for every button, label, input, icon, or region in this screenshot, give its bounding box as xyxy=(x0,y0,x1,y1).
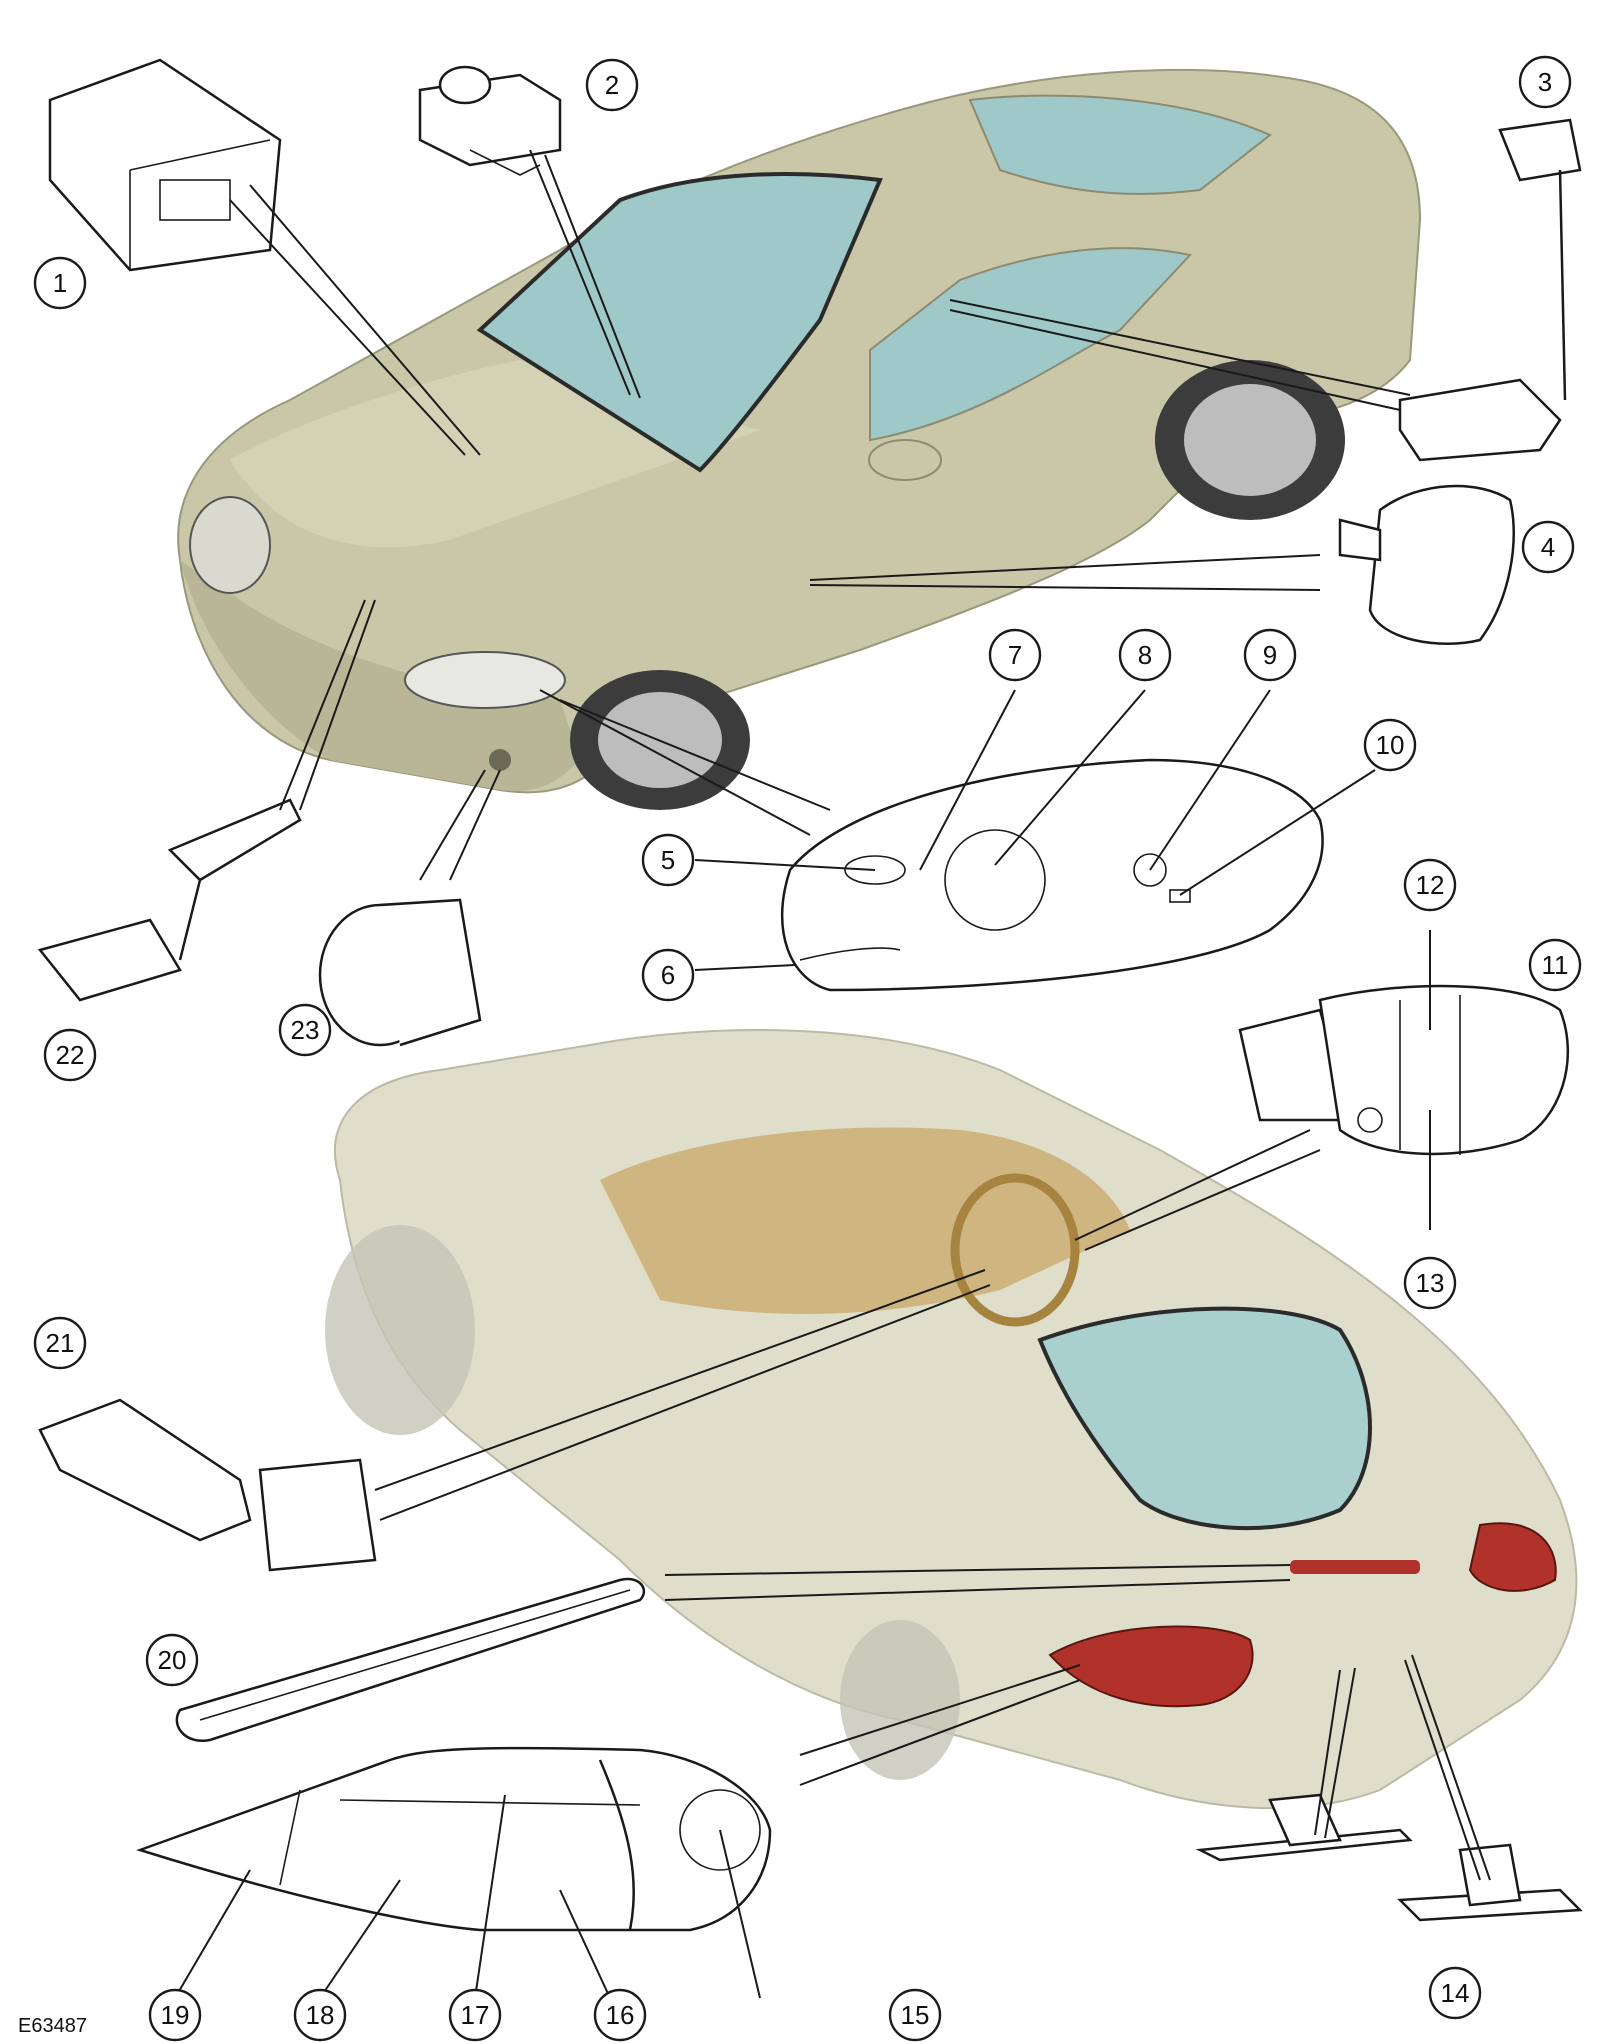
callout-4: 4 xyxy=(1521,520,1575,574)
component-3-height-sensor xyxy=(1398,118,1582,462)
callout-3: 3 xyxy=(1518,55,1572,109)
callout-17: 17 xyxy=(448,1988,502,2042)
callout-18-label: 18 xyxy=(306,2000,335,2030)
callout-7-label: 7 xyxy=(1008,640,1022,670)
component-headlamp-assembly xyxy=(781,758,1324,992)
figure-id: E63487 xyxy=(18,2015,87,2037)
component-11-rear-lamp-unit xyxy=(1238,984,1569,1156)
callout-22: 22 xyxy=(43,1028,97,1082)
component-21-steering-column-switch xyxy=(38,1398,377,1572)
callout-9-label: 9 xyxy=(1263,640,1277,670)
callout-4-label: 4 xyxy=(1541,532,1555,562)
callout-21: 21 xyxy=(33,1316,87,1370)
callout-23-label: 23 xyxy=(291,1015,320,1045)
callout-1-label: 1 xyxy=(53,268,67,298)
callout-15: 15 xyxy=(888,1988,942,2042)
callout-5-label: 5 xyxy=(661,845,675,875)
component-14-number-plate-lamps xyxy=(1195,1793,1583,1922)
component-20-high-mount-stop-lamp xyxy=(175,1577,646,1743)
callout-17-label: 17 xyxy=(461,2000,490,2030)
component-2-rain-sensor xyxy=(418,65,562,176)
callout-11: 11 xyxy=(1528,938,1582,992)
callout-7: 7 xyxy=(988,628,1042,682)
component-23-front-fog-lamp xyxy=(318,898,482,1047)
callout-2-label: 2 xyxy=(605,70,619,100)
callout-13: 13 xyxy=(1403,1256,1457,1310)
callout-9: 9 xyxy=(1243,628,1297,682)
front-car-illustration xyxy=(177,69,1422,810)
callout-20: 20 xyxy=(145,1633,199,1687)
callout-15-label: 15 xyxy=(901,2000,930,2030)
callout-2: 2 xyxy=(585,58,639,112)
callout-14-label: 14 xyxy=(1441,1978,1470,2008)
callout-16: 16 xyxy=(593,1988,647,2042)
callout-20-label: 20 xyxy=(158,1645,187,1675)
callout-6: 6 xyxy=(641,948,695,1002)
callout-23: 23 xyxy=(278,1003,332,1057)
callout-1: 1 xyxy=(33,256,87,310)
callout-13-label: 13 xyxy=(1416,1268,1445,1298)
callout-6-label: 6 xyxy=(661,960,675,990)
callout-21-label: 21 xyxy=(46,1328,75,1358)
component-4-side-repeater xyxy=(1338,484,1515,645)
callout-3-label: 3 xyxy=(1538,67,1552,97)
callout-14: 14 xyxy=(1428,1966,1482,2020)
callout-16-label: 16 xyxy=(606,2000,635,2030)
callout-8-label: 8 xyxy=(1138,640,1152,670)
callout-8: 8 xyxy=(1118,628,1172,682)
callout-22-label: 22 xyxy=(56,1040,85,1070)
rear-car-illustration xyxy=(325,1029,1578,1810)
callout-10: 10 xyxy=(1363,718,1417,772)
callout-12-label: 12 xyxy=(1416,870,1445,900)
callout-10-label: 10 xyxy=(1376,730,1405,760)
callout-19-label: 19 xyxy=(161,2000,190,2030)
component-tail-lamp-assembly xyxy=(136,1746,772,1932)
callout-12: 12 xyxy=(1403,858,1457,912)
callout-11-label: 11 xyxy=(1542,950,1569,980)
leader-lines xyxy=(174,149,1491,1999)
callout-19: 19 xyxy=(148,1988,202,2042)
callout-18: 18 xyxy=(293,1988,347,2042)
callout-5: 5 xyxy=(641,833,695,887)
component-22-headlamp-levelling-sensor xyxy=(37,798,302,1002)
component-1-control-module xyxy=(48,58,282,272)
